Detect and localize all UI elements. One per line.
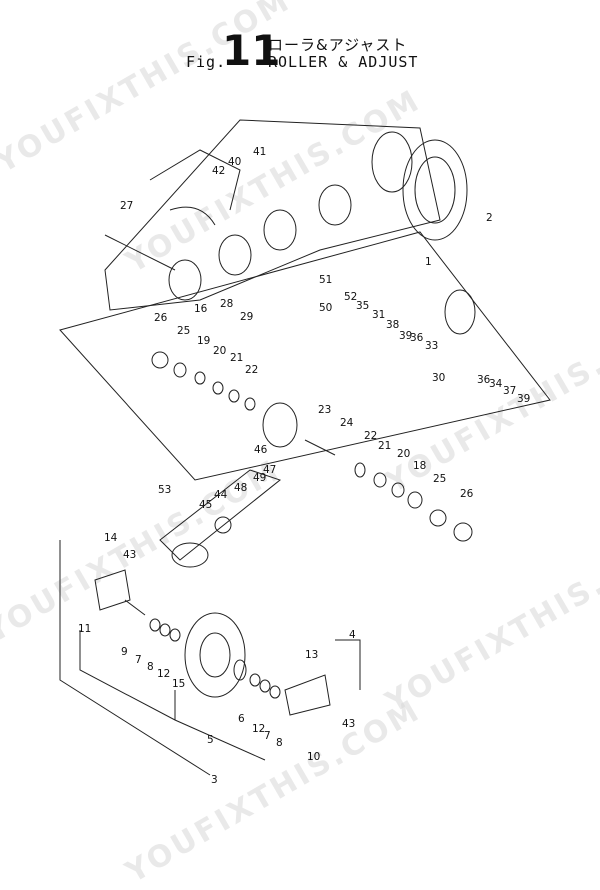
part-callout-label: 38 bbox=[386, 319, 399, 331]
figure-number: 11 bbox=[222, 26, 281, 75]
part-callout-label: 15 bbox=[172, 678, 185, 690]
part-callout-label: 53 bbox=[158, 484, 171, 496]
part-callout-label: 22 bbox=[364, 430, 377, 442]
part-callout-label: 33 bbox=[425, 340, 438, 352]
part-callout-label: 1 bbox=[425, 256, 432, 268]
part-callout-label: 23 bbox=[318, 404, 331, 416]
part-callout-label: 39 bbox=[517, 393, 530, 405]
part-callout-label: 4 bbox=[349, 629, 356, 641]
part-callout-label: 34 bbox=[489, 378, 503, 390]
part-callout-label: 48 bbox=[234, 482, 247, 494]
part-callout-label: 20 bbox=[213, 345, 226, 357]
part-callout-label: 7 bbox=[264, 730, 271, 742]
part-callout-label: 51 bbox=[319, 274, 332, 286]
part-callout-label: 25 bbox=[433, 473, 446, 485]
part-callout-label: 24 bbox=[340, 417, 354, 429]
part-callout-label: 50 bbox=[319, 302, 332, 314]
part-callout-label: 19 bbox=[197, 335, 210, 347]
part-callout-label: 22 bbox=[245, 364, 258, 376]
part-callout-label: 5 bbox=[207, 734, 214, 746]
part-callout-label: 31 bbox=[372, 309, 385, 321]
part-callout-label: 35 bbox=[356, 300, 369, 312]
part-callout-label: 26 bbox=[460, 488, 474, 500]
part-callout-label: 12 bbox=[157, 668, 170, 680]
part-callout-label: 28 bbox=[220, 298, 233, 310]
figure-title-japanese: ローラ&アジャスト bbox=[268, 36, 408, 54]
part-callout-label: 37 bbox=[503, 385, 516, 397]
part-callout-label: 9 bbox=[121, 646, 128, 658]
part-callout-label: 52 bbox=[344, 291, 357, 303]
part-callout-label: 12 bbox=[252, 723, 265, 735]
part-callout-label: 43 bbox=[342, 718, 355, 730]
part-callout-label: 25 bbox=[177, 325, 190, 337]
part-callout-label: 7 bbox=[135, 654, 142, 666]
part-callout-label: 18 bbox=[413, 460, 426, 472]
part-callout-label: 42 bbox=[212, 165, 225, 177]
part-callout-label: 11 bbox=[78, 623, 91, 635]
figure-title-english: ROLLER & ADJUST bbox=[268, 53, 419, 71]
part-callout-label: 21 bbox=[230, 352, 243, 364]
part-callout-label: 45 bbox=[199, 499, 212, 511]
part-callout-label: 3 bbox=[211, 774, 218, 786]
part-callout-label: 29 bbox=[240, 311, 253, 323]
part-callout-label: 36 bbox=[477, 374, 491, 386]
part-callout-label: 47 bbox=[263, 464, 276, 476]
part-callout-label: 8 bbox=[276, 737, 283, 749]
part-callout-label: 49 bbox=[253, 472, 266, 484]
drawing-strokes bbox=[59, 119, 551, 776]
part-callout-label: 36 bbox=[410, 332, 424, 344]
part-callout-label: 2 bbox=[486, 212, 493, 224]
part-callout-label: 43 bbox=[123, 549, 136, 561]
part-callout-label: 6 bbox=[238, 713, 245, 725]
part-callout-label: 14 bbox=[104, 532, 118, 544]
part-callout-label: 26 bbox=[154, 312, 168, 324]
part-callout-label: 20 bbox=[397, 448, 410, 460]
part-callout-label: 13 bbox=[305, 649, 318, 661]
part-callout-label: 40 bbox=[228, 156, 241, 168]
part-callout-label: 10 bbox=[307, 751, 320, 763]
part-callout-label: 39 bbox=[399, 330, 412, 342]
part-callout-label: 16 bbox=[194, 303, 208, 315]
part-callout-label: 46 bbox=[254, 444, 268, 456]
part-callout-label: 30 bbox=[432, 372, 445, 384]
part-callout-label: 27 bbox=[120, 200, 133, 212]
figure-prefix: Fig. bbox=[186, 53, 227, 71]
part-callout-label: 41 bbox=[253, 146, 266, 158]
part-callout-label: 8 bbox=[147, 661, 154, 673]
part-callout-label: 44 bbox=[214, 489, 228, 501]
part-callout-label: 21 bbox=[378, 440, 391, 452]
